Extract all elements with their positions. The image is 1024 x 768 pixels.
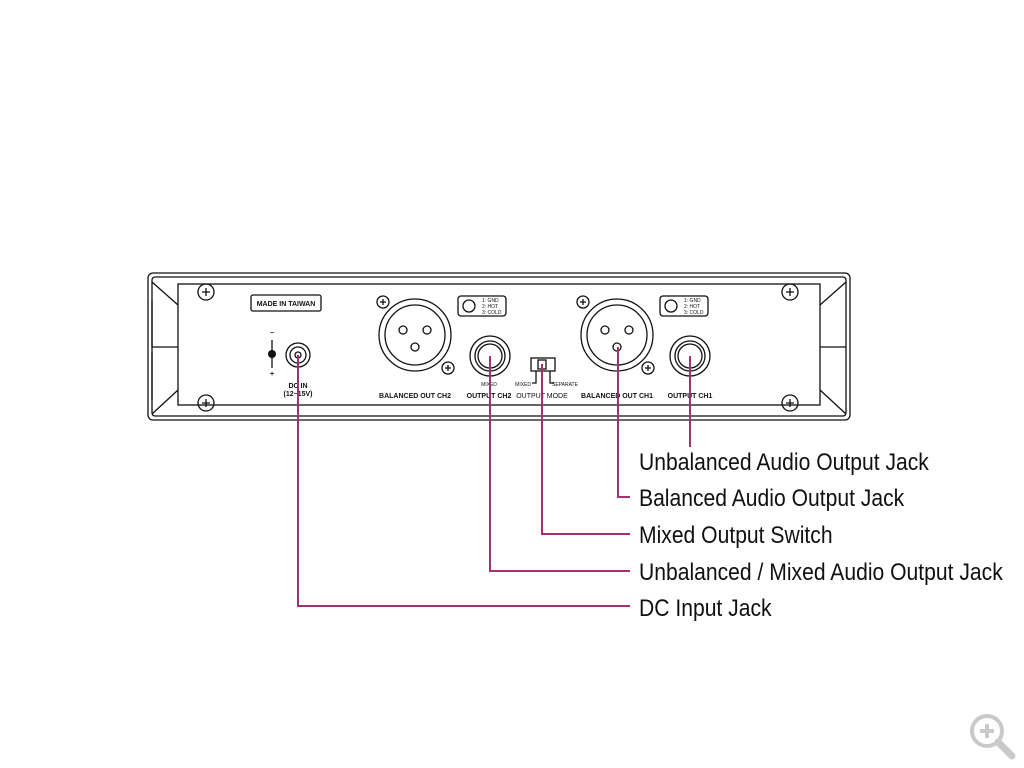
svg-text:BALANCED OUT CH2: BALANCED OUT CH2 — [379, 393, 451, 400]
callout-unbalanced: Unbalanced Audio Output Jack — [639, 449, 930, 476]
pinout-ch1: 1: GND 2: HOT 3: COLD — [659, 295, 709, 317]
svg-text:MIXED: MIXED — [515, 382, 531, 388]
svg-text:3: COLD: 3: COLD — [684, 310, 704, 316]
callout-balanced: Balanced Audio Output Jack — [639, 485, 905, 512]
svg-text:1: GND: 1: GND — [482, 298, 499, 304]
screw-icons — [197, 283, 799, 412]
callout-line-dc — [297, 355, 630, 607]
made-in-label: MADE IN TAIWAN — [257, 301, 316, 308]
callout-labels: Unbalanced Audio Output Jack Balanced Au… — [639, 449, 1003, 622]
xlr-jack-ch2 — [378, 298, 452, 372]
zoom-in-icon[interactable] — [970, 714, 1016, 760]
callout-ch2: Unbalanced / Mixed Audio Output Jack — [639, 559, 1003, 586]
callout-line-ch2 — [489, 356, 630, 572]
callout-line-switch — [541, 364, 630, 535]
svg-text:2: HOT: 2: HOT — [482, 304, 498, 310]
svg-text:+: + — [270, 371, 274, 378]
pinout-ch2: 1: GND 2: HOT 3: COLD — [457, 295, 507, 317]
callout-switch: Mixed Output Switch — [639, 522, 833, 549]
callout-line-balanced — [617, 347, 630, 498]
svg-text:SEPARATE: SEPARATE — [552, 382, 579, 388]
device-rear-panel: MADE IN TAIWAN − + DC IN (12~15V) 1: GND… — [147, 272, 851, 421]
callout-lines — [297, 347, 691, 607]
svg-text:−: − — [270, 330, 274, 337]
svg-text:3: COLD: 3: COLD — [482, 310, 502, 316]
svg-text:1: GND: 1: GND — [684, 298, 701, 304]
svg-text:2: HOT: 2: HOT — [684, 304, 700, 310]
callout-dc: DC Input Jack — [639, 595, 772, 622]
dc-polarity-icon: − + — [268, 330, 276, 378]
